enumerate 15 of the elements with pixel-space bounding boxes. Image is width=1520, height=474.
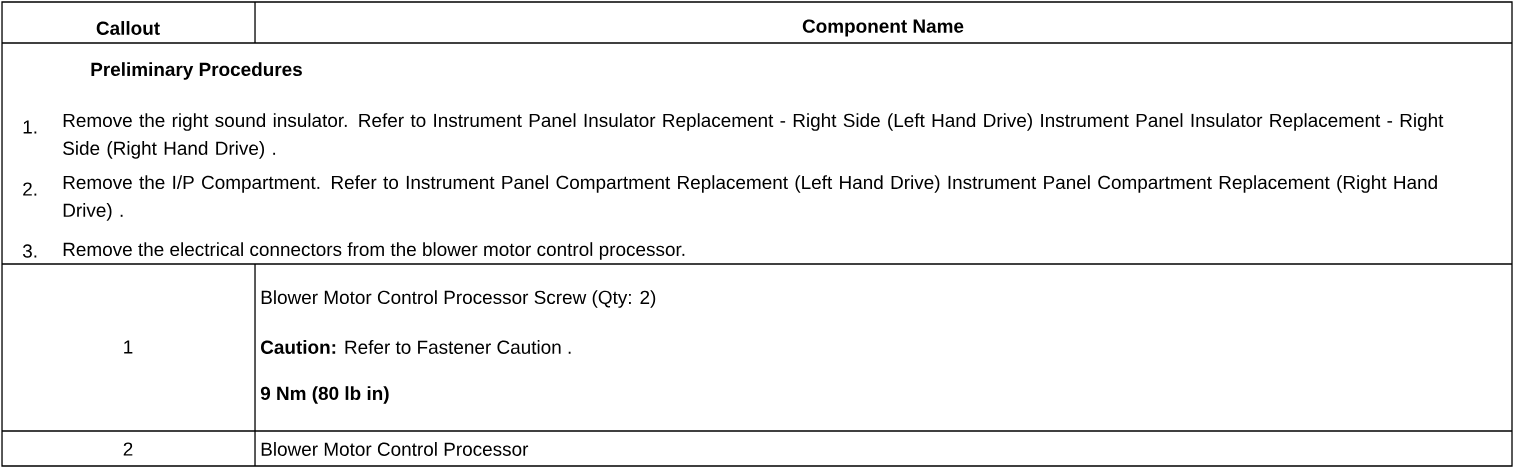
step-number: 3. — [22, 244, 37, 258]
column-header: Callout — [96, 21, 160, 35]
step-text: Remove the I/P Compartment. Refer to Instrument Panel Compartment Replacement (Left Hand Drive) Instrument Panel Compartment Replacement (Right Hand Drive) . — [63, 175, 1437, 221]
column-header: Component Name — [802, 19, 964, 37]
caution-note: Caution: Refer to Fastener Caution . — [261, 340, 571, 354]
component-name: Blower Motor Control Processor — [261, 442, 529, 456]
torque-spec: 9 Nm (80 lb in) — [260, 386, 389, 404]
step-number: 2. — [23, 182, 37, 196]
step-text: Remove the right sound insulator. Refer to Instrument Panel Insulator Replacement - Right Side (Left Hand Drive) Instrument Panel Insulator Replacement - Right Side (Right Hand Drive) . — [63, 113, 1444, 159]
section-heading: Preliminary Procedures — [91, 62, 302, 80]
callout-number: 1 — [124, 340, 133, 354]
step-text: Remove the electrical connectors from the blower motor control processor. — [63, 242, 685, 260]
component-name: Blower Motor Control Processor Screw (Qty: 2) — [261, 290, 656, 308]
step-number: 1. — [23, 120, 37, 134]
callout-number: 2 — [123, 442, 133, 456]
